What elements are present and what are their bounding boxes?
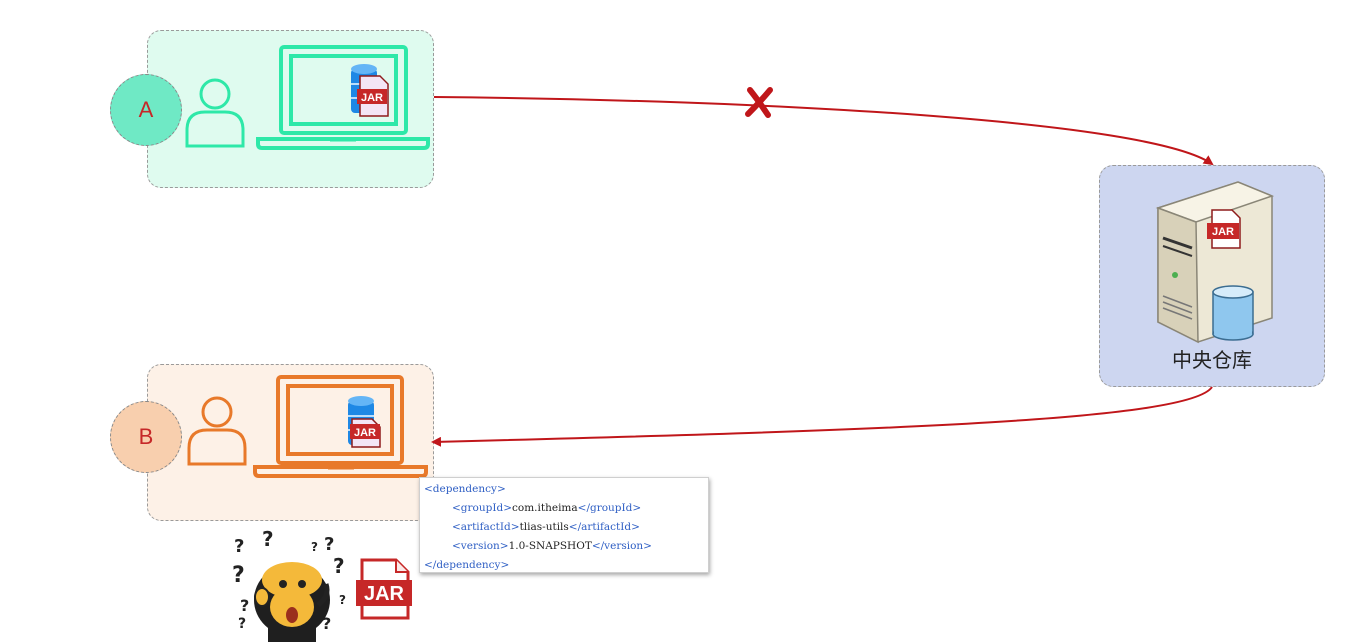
laptop-icon [253, 375, 428, 478]
version-open-tag: <version> [452, 540, 509, 552]
dependency-close-tag: </dependency> [424, 559, 510, 571]
central-repository-label: 中央仓库 [1172, 348, 1252, 372]
svg-text:?: ? [339, 593, 346, 607]
svg-text:?: ? [238, 616, 246, 632]
svg-text:?: ? [262, 527, 274, 551]
laptop-icon [256, 45, 430, 150]
developer-a-badge: A [110, 74, 182, 146]
code-line: <version>1.0-SNAPSHOT</version> [424, 537, 704, 556]
download-arrow [431, 386, 1213, 447]
developer-b-label: B [138, 424, 154, 449]
jar-file-icon: JAR [350, 418, 381, 448]
person-icon [185, 78, 245, 148]
svg-text:?: ? [333, 554, 345, 578]
confused-monkey-icon: ? ? ? ? ? ? ? ? ? ? [232, 527, 346, 642]
jar-file-icon: JAR [356, 558, 412, 620]
svg-text:?: ? [311, 540, 318, 554]
version-value: 1.0-SNAPSHOT [508, 540, 592, 552]
cross-mark-icon [745, 87, 773, 118]
upload-arrow [433, 96, 1214, 166]
version-close-tag: </version> [591, 540, 652, 552]
code-line: <artifactId>tlias-utils</artifactId> [424, 518, 704, 537]
svg-text:?: ? [232, 563, 245, 588]
artifactid-value: tlias-utils [519, 521, 569, 533]
artifactid-close-tag: </artifactId> [568, 521, 640, 533]
svg-text:?: ? [234, 536, 244, 557]
dependency-open-tag: <dependency> [424, 483, 506, 495]
jar-file-icon: JAR [1207, 209, 1241, 249]
database-icon [1212, 285, 1254, 341]
person-icon [187, 396, 247, 466]
code-line: </dependency> [424, 556, 704, 575]
groupid-value: com.itheima [512, 502, 578, 514]
svg-text:JAR: JAR [354, 427, 376, 439]
jar-badge-text: JAR [364, 583, 405, 605]
groupid-open-tag: <groupId> [452, 502, 513, 514]
svg-text:JAR: JAR [361, 92, 383, 104]
svg-text:?: ? [240, 596, 249, 615]
svg-text:?: ? [324, 534, 334, 555]
dependency-code-snippet: <dependency> <groupId>com.itheima</group… [419, 477, 709, 573]
repo-jar-text: JAR [1212, 226, 1234, 238]
code-line: <dependency> [424, 480, 704, 499]
artifactid-open-tag: <artifactId> [452, 521, 520, 533]
svg-text:?: ? [322, 614, 331, 633]
developer-b-panel [147, 364, 434, 521]
developer-b-badge: B [110, 401, 182, 473]
developer-a-label: A [138, 97, 154, 122]
code-line: <groupId>com.itheima</groupId> [424, 499, 704, 518]
groupid-close-tag: </groupId> [577, 502, 642, 514]
jar-file-icon: JAR [357, 75, 389, 117]
